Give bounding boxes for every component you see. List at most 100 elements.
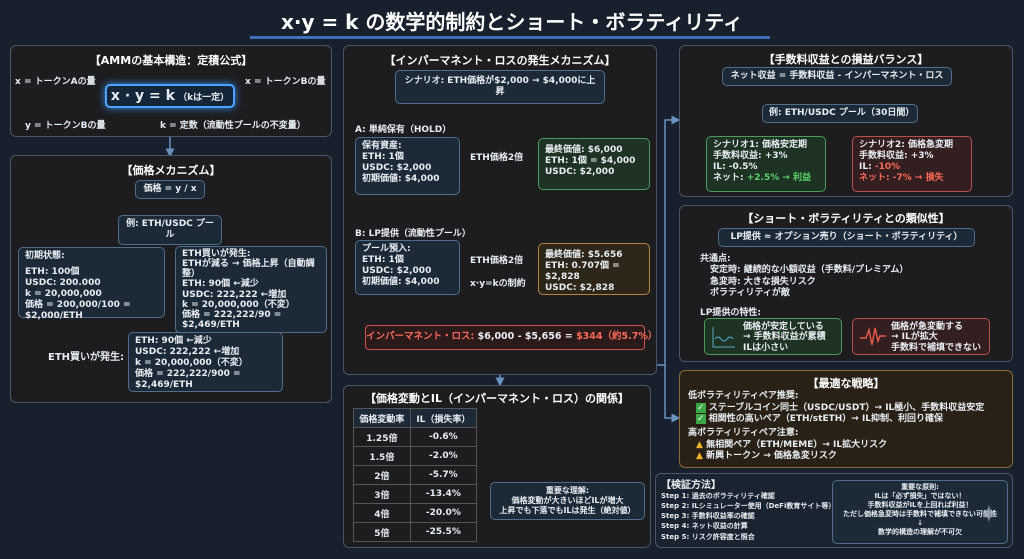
header-cell: 価格変動率	[353, 408, 411, 428]
strategy-heading: 【最適な戦略】	[807, 377, 885, 390]
line: → ILが拡大	[891, 332, 938, 343]
step-item: Step 4: ネット収益の計算	[661, 522, 748, 531]
buy-label: ETH買いが発生:	[48, 352, 125, 363]
line: ETH: 1個 = $4,000	[545, 155, 636, 166]
line: k = 20,000,000（不変）	[135, 357, 248, 368]
table-row: 3倍-13.4%	[353, 484, 478, 504]
line: k = 20,000,000	[25, 288, 102, 299]
cell: -0.6%	[409, 427, 478, 447]
steps-list: Step 1: 過去のボラティリティ確認 Step 2: ILシミュレーター使用（…	[661, 491, 835, 542]
line: ETH: 100個	[25, 266, 80, 277]
lp-label: B: LP提供（流動性プール）	[355, 229, 471, 239]
line: ETHが減る → 価格上昇（自動調整）	[182, 259, 315, 280]
insight-box: 重要な理解:価格変動が大きいほどILが増大上昇でも下落でもILは発生（絶対値）	[490, 482, 645, 520]
list-item: ステーブルコイン同士（USDC/USDT）→ IL極小、手数料収益安定	[708, 402, 985, 413]
initial-state-box: 初期状態: ETH: 100個 USDC: 200.000 k = 20,000…	[18, 247, 165, 321]
scenario-box: シナリオ: ETH価格が$2,000 → $4,000に上昇	[395, 70, 605, 104]
cell: -25.5%	[409, 522, 478, 542]
line: 保有資産:	[362, 141, 402, 151]
il-result-box: インパーマネント・ロス: $6,000 - $5,656 = $344（約5.7…	[365, 325, 657, 350]
step-item: Step 5: リスク許容度と照合	[661, 532, 755, 541]
low-label: 低ボラティリティペア推奨:	[688, 391, 799, 401]
line: ↓	[917, 519, 923, 528]
cell: 4倍	[353, 503, 411, 523]
il-label: IL:	[859, 161, 875, 172]
table-heading: 【価格変動とIL（インパーマネント・ロス）の関係】	[364, 392, 630, 405]
net-value: ネット: -7% → 損失	[859, 172, 944, 183]
line: k = 20,000,000（不変）	[182, 299, 295, 310]
page-title: x·y = k の数学的制約とショート・ボラティリティ	[280, 10, 744, 34]
price-formula: 価格 = y / x	[135, 180, 205, 199]
line: ILは小さい	[743, 342, 789, 353]
line: 数学的構造の理解が不可欠	[878, 528, 962, 537]
shortvol-heading: 【ショート・ボラティリティとの類似性】	[742, 212, 950, 225]
line: 価格が急変動する	[891, 322, 964, 332]
verify-heading: 【検証方法】	[661, 480, 721, 491]
common-label: 共通点:	[700, 254, 731, 264]
fees-example: 例: ETH/USDC プール（30日間）	[762, 104, 918, 123]
check-icon: ✓	[696, 414, 706, 425]
line: ただし価格急変時は手数料で補填できない可能性	[843, 510, 997, 519]
list-item: 無相関ペア（ETH/MEME）→ IL拡大リスク	[706, 439, 888, 450]
line: USDC: $2,828	[545, 282, 615, 293]
cell: -20.0%	[409, 503, 478, 523]
line: 価格 = 200,000/100 = $2,000/ETH	[25, 299, 131, 321]
line: 上昇でも下落でもILは発生（絶対値）	[499, 505, 636, 515]
line: 重要な原則:	[901, 483, 939, 491]
line: 最終価値: $6,000	[545, 145, 623, 155]
hold-arrow-label: ETH価格2倍	[470, 153, 524, 163]
step-item: Step 2: ILシミュレーター使用（DeFi教育サイト等）	[661, 502, 836, 511]
line: シナリオ1: 価格安定期	[713, 140, 807, 150]
fees-heading: 【手数料収益との損益バランス】	[763, 53, 929, 66]
warning-icon: ▲	[696, 439, 703, 450]
x-label-right: x = トークンBの量	[245, 77, 326, 87]
line: ETH: 90個 ←減少	[135, 336, 212, 346]
line: 重要な理解:	[545, 486, 590, 495]
line: ETH: 90個 ←減少	[182, 279, 259, 290]
k-label: k = 定数（流動性プールの不変量）	[160, 121, 306, 131]
table-row: 1.5倍-2.0%	[353, 446, 478, 466]
line: ILは「必ず損失」ではない！	[874, 492, 966, 501]
list-item: 新興トークン → 価格急変リスク	[706, 451, 837, 462]
scenario2-box: シナリオ2: 価格急変期手数料収益: +3% IL: -10% ネット: -7%…	[852, 136, 972, 192]
line: 初期価値: $4,000	[362, 276, 440, 287]
volatile-chart-icon	[860, 327, 886, 346]
price-heading: 【価格メカニズム】	[121, 164, 221, 177]
list-item: 相関性の高いペア（ETH/stETH）→ IL抑制、利回り確保	[708, 414, 944, 425]
traits-label: LP提供の特性:	[700, 308, 761, 318]
line: 価格が安定している	[743, 322, 824, 332]
step-item: Step 1: 過去のボラティリティ確認	[661, 492, 775, 500]
cell: -2.0%	[409, 446, 478, 466]
line: USDC: 222,222 ←増加	[135, 346, 240, 357]
loss-calc: $6,000 - $5,656 =	[477, 331, 577, 342]
cell: -13.4%	[409, 484, 478, 504]
line: 手数料収益がILを上回れば利益！	[867, 501, 973, 510]
lp-constraint-label: x·y=kの制約	[470, 279, 526, 289]
lp-arrow-label: ETH価格2倍	[470, 256, 524, 266]
cell: 1.25倍	[353, 427, 411, 447]
line: 手数料収益: +3%	[859, 150, 934, 161]
strategy-list: 低ボラティリティペア推奨: ✓ ステーブルコイン同士（USDC/USDT）→ I…	[688, 391, 984, 463]
header-cell: IL（損失率）	[409, 408, 478, 428]
line: USDC: 200.000	[25, 277, 101, 288]
line: 価格 = 222,222/900 = $2,469/ETH	[135, 368, 241, 390]
formula-note: （kは一定）	[178, 93, 230, 103]
list-item: 安定時: 継続的な小額収益（手数料/プレミアム）	[710, 265, 909, 276]
table-row: 5倍-25.5%	[353, 522, 478, 542]
formula-box: x · y = k （kは一定）	[105, 84, 235, 108]
cell: -5.7%	[409, 465, 478, 485]
formula: x · y = k	[110, 88, 175, 104]
check-icon: ✓	[696, 402, 706, 413]
amm-heading: 【AMMの基本構造：定積公式】	[89, 54, 253, 67]
table-row: 4倍-20.0%	[353, 503, 478, 523]
y-label: y = トークンBの量	[25, 121, 106, 131]
result-box: ETH: 90個 ←減少 USDC: 222,222 ←増加 k = 20,00…	[128, 332, 283, 392]
line: ETH: 1個	[362, 151, 404, 162]
line: ETH買いが発生:	[182, 249, 251, 259]
cell: 2倍	[353, 465, 411, 485]
line: ETH: 0.707個 = $2,828	[545, 260, 620, 282]
table-row: 2倍-5.7%	[353, 465, 478, 485]
principle-box: 重要な原則:ILは「必ず損失」ではない！手数料収益がILを上回れば利益！ただし価…	[832, 480, 1008, 544]
